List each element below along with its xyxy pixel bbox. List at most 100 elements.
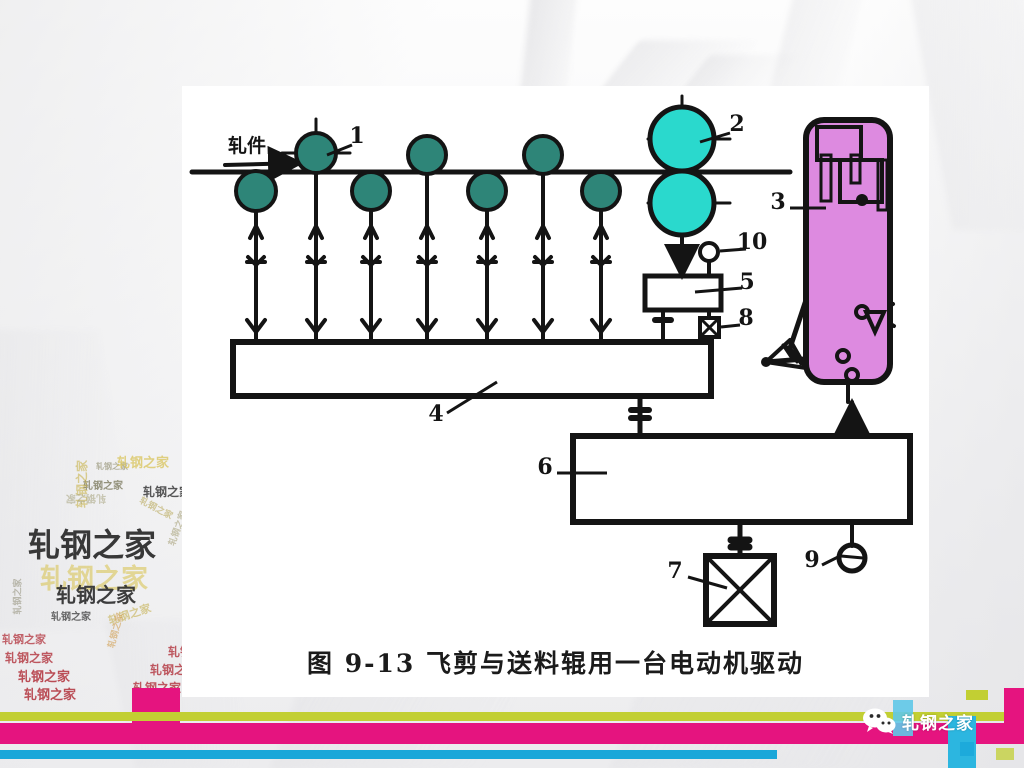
- shaft-spear-tip: [479, 224, 495, 240]
- shaft-coupling-mark: [306, 255, 326, 267]
- watermark-text: 轧钢之家: [40, 564, 148, 594]
- bracket-pivot: [761, 357, 771, 367]
- callout-leader-line: [719, 247, 747, 253]
- callout-leader-line: [687, 575, 728, 590]
- diagram-shapes: [230, 104, 913, 627]
- flying-shear-roll: [647, 168, 717, 238]
- watermark-text: 轧钢之家: [83, 481, 123, 492]
- decor-block-olive-right: [966, 690, 988, 700]
- shaft-spear-tip: [535, 224, 551, 240]
- flying-shear-roll: [647, 104, 717, 174]
- watermark-text: 轧钢之家: [18, 669, 71, 684]
- clutch-gearbox-5: [642, 273, 724, 313]
- watermark-text: 轧钢之家: [137, 495, 175, 521]
- callout-label-9: 9: [804, 547, 819, 573]
- callout-leader-line: [699, 131, 731, 144]
- watermark-text: 轧钢之家: [96, 462, 128, 471]
- decor-bar-olive: [0, 712, 1024, 721]
- shear-blade-holder: [862, 310, 888, 337]
- valve-cross-mark: [698, 316, 721, 339]
- shaft-spear-tip: [363, 224, 379, 240]
- decor-bar-cyan: [0, 750, 777, 759]
- watermark-text: 轧钢之家: [24, 687, 77, 702]
- watermark-text: 轧钢之家: [51, 612, 91, 623]
- callout-label-3: 3: [770, 189, 785, 215]
- callout-label-5: 5: [739, 269, 754, 295]
- housing-guide-column: [849, 153, 862, 185]
- shaft-universal-joint: [416, 318, 438, 334]
- feed-roller-lower: [580, 170, 622, 212]
- callout-leader-line: [446, 380, 498, 415]
- shaft-coupling-mark: [361, 255, 381, 267]
- housing-guide-column: [819, 153, 833, 203]
- watermark-text: 轧钢之家: [143, 485, 192, 499]
- decor-block-cyan-mid: [893, 700, 913, 736]
- motor-cross-mark: [704, 554, 776, 626]
- shaft-coupling-mark: [246, 255, 266, 267]
- flywheel-axis-mark: [839, 554, 865, 560]
- shaft-universal-joint: [305, 318, 327, 334]
- feed-roller-lower: [350, 170, 392, 212]
- shaft-coupling-mark: [591, 255, 611, 267]
- shaft-spear-tip: [593, 224, 609, 240]
- watermark-text: 轧钢之家: [28, 527, 157, 563]
- shaft-coupling-mark: [533, 255, 553, 267]
- shaft-universal-joint: [590, 318, 612, 334]
- callout-leader-line: [326, 143, 353, 157]
- hatch-line: [789, 347, 803, 366]
- shaft-spear-tip: [308, 224, 324, 240]
- watermark-text: 轧钢之家: [2, 634, 46, 646]
- housing-guide-column: [876, 158, 889, 212]
- shaft-coupling-mark: [417, 255, 437, 267]
- material-direction-arrow: [223, 145, 304, 182]
- linkage-pin-joint: [844, 367, 860, 383]
- watermark-text: 轧钢之家: [12, 578, 23, 615]
- callout-label-4: 4: [428, 401, 443, 427]
- callout-label-6: 6: [537, 454, 552, 480]
- decor-bar-pink: [0, 723, 1024, 744]
- watermark-text: 轧钢之家: [56, 585, 136, 607]
- distribution-gearbox-4: [230, 339, 714, 399]
- feed-roller-upper: [522, 134, 564, 176]
- watermark-text: 轧钢之家: [66, 492, 106, 503]
- rod-pin-joint: [856, 194, 868, 206]
- callout-leader-line: [694, 286, 743, 294]
- control-knob-10: [698, 241, 720, 263]
- watermark-text: 轧钢之家: [5, 651, 54, 665]
- shaft-spear-tip: [248, 224, 264, 240]
- shaft-universal-joint: [360, 318, 382, 334]
- shaft-coupling-mark: [477, 255, 497, 267]
- clutch-valve-8: [698, 316, 721, 339]
- wechat-label: 轧钢之家: [902, 713, 974, 733]
- feed-roller-upper: [406, 134, 448, 176]
- callout-label-7: 7: [667, 558, 682, 584]
- callout-label-10: 10: [737, 229, 768, 255]
- callout-label-2: 2: [729, 111, 744, 137]
- figure-caption: 图 9-13 飞剪与送料辊用一台电动机驱动: [307, 649, 804, 678]
- watermark-cloud: 轧钢之家轧钢之家轧钢之家轧钢之家轧钢之家轧钢之家轧钢之家轧钢之家轧钢之家轧钢之家…: [0, 430, 230, 701]
- callout-leader-line: [821, 554, 841, 567]
- shaft-universal-joint: [245, 318, 267, 334]
- watermark-text: 轧钢之家: [117, 455, 170, 470]
- wechat-badge[interactable]: 轧钢之家: [862, 708, 974, 734]
- callout-leader-line: [720, 323, 741, 329]
- decor-block-pink-right: [1004, 688, 1024, 744]
- decor-block-olive-small: [996, 748, 1014, 760]
- wechat-icon: [863, 708, 896, 734]
- shaft-universal-joint: [532, 318, 554, 334]
- linkage-pin-joint: [835, 348, 851, 364]
- feed-roller-lower: [234, 169, 278, 213]
- feed-roller-lower: [466, 170, 508, 212]
- shaft-spear-tip: [419, 224, 435, 240]
- diagram-text-group: 轧件: [228, 134, 266, 157]
- electric-motor-7: [703, 553, 777, 627]
- shaft-universal-joint: [476, 318, 498, 334]
- hatch-line: [781, 343, 795, 362]
- decor-block-cyan-square: [960, 742, 974, 756]
- main-transmission-box-6: [570, 433, 913, 525]
- callout-label-8: 8: [738, 305, 753, 331]
